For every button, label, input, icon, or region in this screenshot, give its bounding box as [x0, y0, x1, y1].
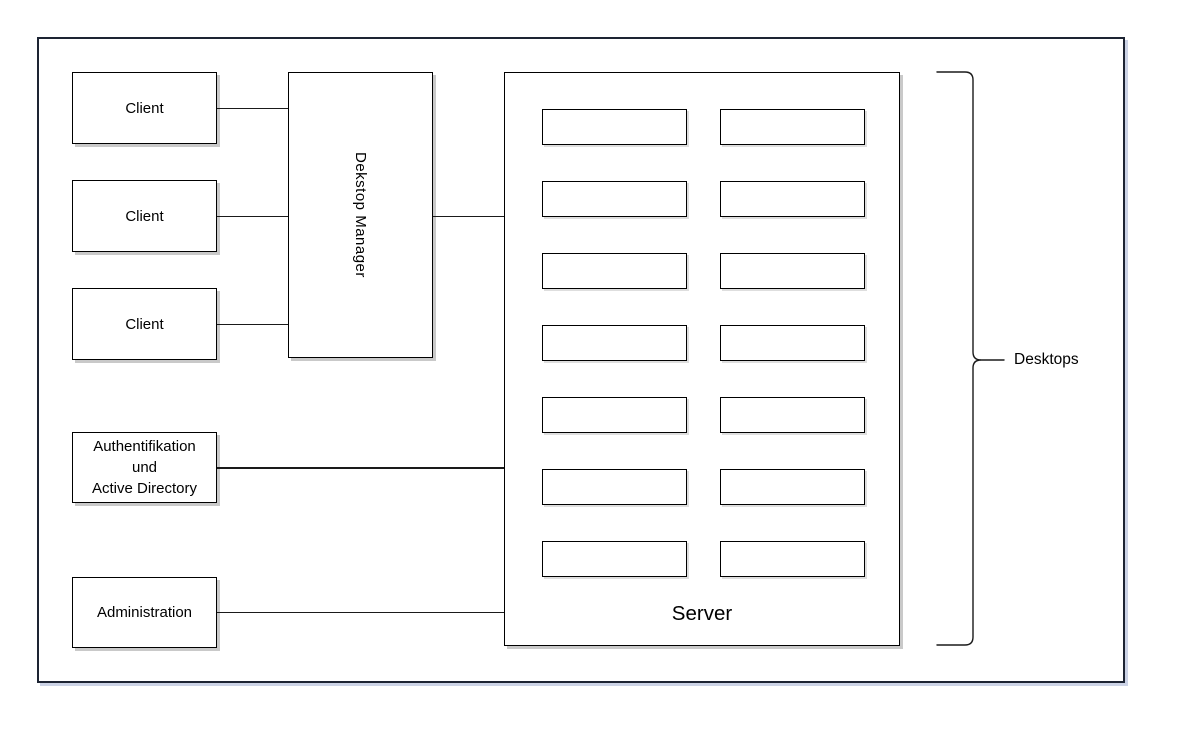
node-administration-label: Administration: [96, 604, 193, 621]
server-desktop-slot: [542, 253, 687, 289]
node-desktop-manager: Dekstop Manager: [288, 72, 433, 358]
server-slot-grid: [505, 73, 899, 645]
server-desktop-slot: [542, 109, 687, 145]
node-administration: Administration: [72, 577, 217, 648]
diagram-outer-frame: [37, 37, 1125, 683]
node-client-1: Client: [72, 72, 217, 144]
node-client-3: Client: [72, 288, 217, 360]
server-desktop-slot: [542, 325, 687, 361]
node-client-1-label: Client: [125, 99, 164, 117]
server-desktop-slot: [720, 253, 865, 289]
server-desktop-slot: [542, 541, 687, 577]
server-desktop-slot: [720, 181, 865, 217]
connector-client1-manager: [217, 107, 288, 109]
server-desktop-slot: [720, 325, 865, 361]
connector-administration-server: [217, 611, 504, 613]
connector-client2-manager: [217, 215, 288, 217]
node-client-3-label: Client: [125, 315, 164, 333]
server-desktop-slot: [720, 109, 865, 145]
node-client-2-label: Client: [125, 207, 164, 225]
desktops-brace: [936, 71, 1005, 646]
server-desktop-slot: [542, 181, 687, 217]
desktops-brace-label: Desktops: [1014, 351, 1079, 368]
node-authentication: Authentifikation und Active Directory: [72, 432, 217, 503]
node-authentication-label: Authentifikation und Active Directory: [91, 438, 198, 497]
server-desktop-slot: [720, 541, 865, 577]
server-desktop-slot: [720, 469, 865, 505]
connector-manager-server: [433, 215, 504, 217]
connector-authentication-server: [217, 467, 504, 469]
node-desktop-manager-label: Dekstop Manager: [352, 152, 369, 278]
connector-client3-manager: [217, 323, 288, 325]
server-desktop-slot: [542, 469, 687, 505]
node-server: Server: [504, 72, 900, 646]
server-desktop-slot: [542, 397, 687, 433]
server-desktop-slot: [720, 397, 865, 433]
node-server-label: Server: [671, 602, 733, 625]
node-client-2: Client: [72, 180, 217, 252]
